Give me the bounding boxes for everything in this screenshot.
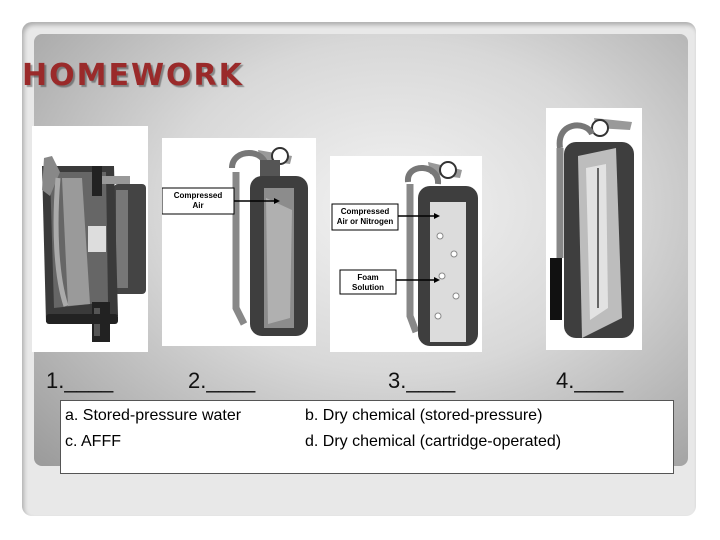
answer-b: b. Dry chemical (stored-pressure) [305, 407, 543, 424]
label-compressed-air-line2: Air [192, 201, 203, 210]
answer-d: d. Dry chemical (cartridge-operated) [305, 433, 562, 450]
extinguisher-image-3: Compressed Air or Nitrogen Foam Solution [330, 156, 482, 352]
extinguisher-image-2: Compressed Air [162, 138, 316, 346]
label-compressed-air-nitrogen: Compressed [341, 207, 390, 216]
slide-title: HOMEWORK [22, 58, 244, 93]
extinguisher-image-4 [546, 108, 642, 350]
label-compressed-air: Compressed [174, 191, 223, 200]
label-foam-solution: Foam [357, 273, 378, 282]
label-foam-solution-line2: Solution [352, 283, 384, 292]
blank-1: 1.____ [46, 368, 114, 393]
label-compressed-air-nitrogen-line2: Air or Nitrogen [337, 217, 394, 226]
blank-3: 3.____ [388, 368, 456, 393]
answer-c: c. AFFF [65, 433, 121, 450]
answer-a: a. Stored-pressure water [65, 407, 242, 424]
blank-4: 4.____ [556, 368, 624, 393]
blank-2: 2.____ [188, 368, 256, 393]
extinguisher-image-1 [32, 126, 148, 352]
answer-choices-box: a. Stored-pressure water c. AFFF b. Dry … [60, 400, 674, 474]
